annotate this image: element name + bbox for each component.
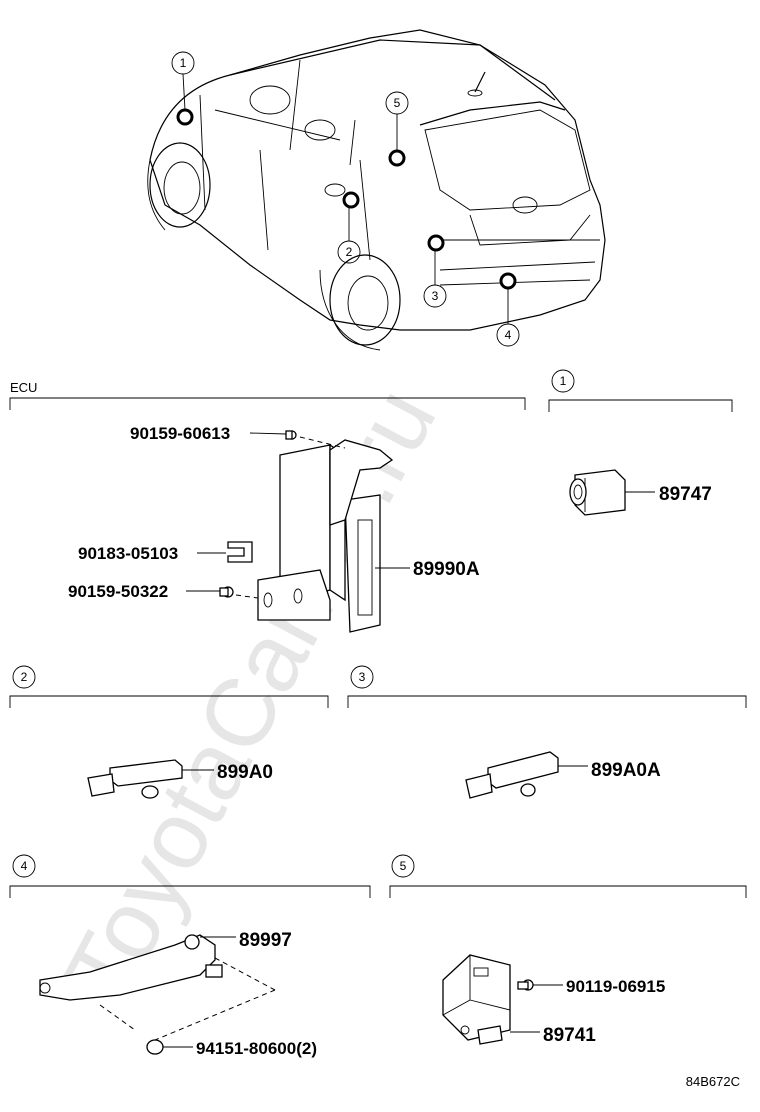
svg-text:4: 4 [21,859,28,873]
svg-text:90183-05103: 90183-05103 [78,544,178,563]
svg-text:90159-50322: 90159-50322 [68,582,168,601]
part-90183-05103[interactable]: 90183-05103 [78,541,253,563]
part-89990A[interactable]: 89990A [375,559,480,580]
svg-text:90159-60613: 90159-60613 [130,424,230,443]
part-89741[interactable]: 89741 [442,954,596,1046]
svg-text:899A0: 899A0 [217,762,273,783]
section-5: 5 89741 90119-06915 [389,854,747,1046]
section-3: 3 899A0A [347,665,747,799]
callout-3: 3 [423,284,447,308]
part-90159-60613[interactable]: 90159-60613 [130,424,297,443]
section-4: 4 89997 94151-80600(2) [9,854,371,1058]
part-899A0A[interactable]: 899A0A [465,751,661,799]
part-90119-06915[interactable]: 90119-06915 [517,977,665,996]
svg-text:4: 4 [505,328,512,342]
svg-text:899A0A: 899A0A [591,760,661,781]
svg-text:89747: 89747 [659,484,712,505]
vehicle-illustration: 1 5 2 3 4 [147,29,606,351]
svg-text:2: 2 [346,245,353,259]
svg-text:3: 3 [359,670,366,684]
svg-text:89741: 89741 [543,1025,596,1046]
part-899A0[interactable]: 899A0 [87,759,273,799]
section-ecu: ECU 90159-60613 90183-05103 [9,380,526,633]
svg-text:1: 1 [560,374,567,388]
svg-text:94151-80600(2): 94151-80600(2) [196,1039,317,1058]
svg-text:89997: 89997 [239,930,292,951]
part-89747[interactable]: 89747 [569,469,712,516]
svg-text:3: 3 [432,289,439,303]
callout-2: 2 [337,240,361,264]
svg-text:89990A: 89990A [413,559,480,580]
svg-text:2: 2 [21,670,28,684]
callout-1: 1 [171,51,195,75]
figure-code: 84B672C [686,1074,740,1089]
svg-text:5: 5 [400,859,407,873]
svg-text:1: 1 [180,56,187,70]
section-1: 1 89747 [548,369,733,516]
part-94151-80600[interactable]: 94151-80600(2) [146,1039,317,1058]
callout-5: 5 [385,91,409,115]
callout-4: 4 [496,323,520,347]
svg-text:90119-06915: 90119-06915 [566,977,665,996]
svg-text:5: 5 [394,96,401,110]
section-2: 2 899A0 [9,665,329,799]
section-title-ecu: ECU [10,380,37,395]
part-89997[interactable]: 89997 [39,930,292,1041]
ecu-illustration [235,436,394,633]
part-90159-50322[interactable]: 90159-50322 [68,582,234,601]
